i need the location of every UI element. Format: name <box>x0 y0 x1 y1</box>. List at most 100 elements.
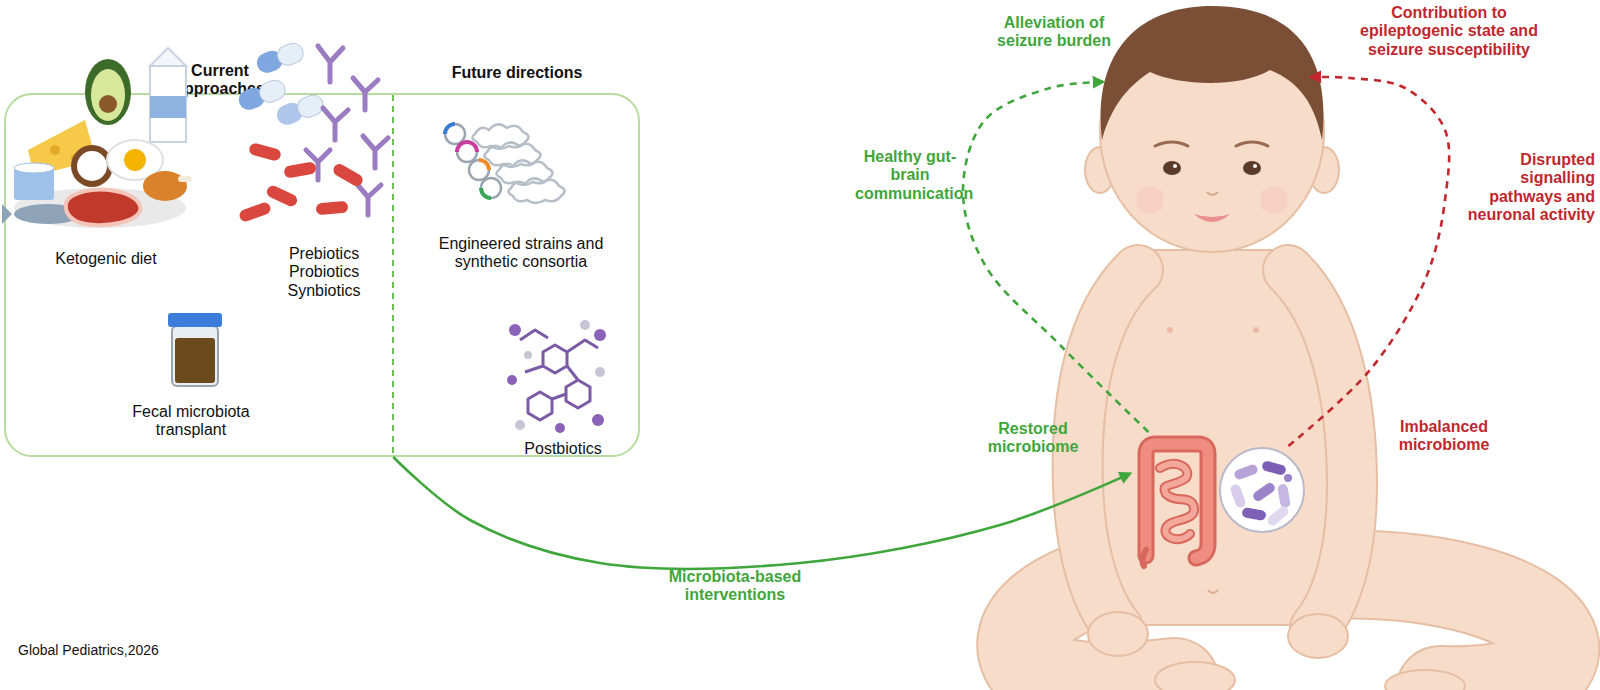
icon-caption: Ketogenic diet <box>36 250 176 268</box>
postbiotic-molecule-icon <box>509 324 521 336</box>
engineered-strain-icon <box>445 124 465 144</box>
probiotic-icon <box>254 40 306 75</box>
baby-arms <box>1078 270 1138 628</box>
postbiotic-molecule-icon <box>595 367 605 377</box>
baby-arms <box>1078 270 1352 628</box>
ketogenic-food-icon <box>14 163 54 173</box>
microbiome-circle: Imbalanced microbiome <box>1218 446 1306 534</box>
fecal-jar-icon <box>175 338 215 383</box>
probiotic-icon <box>295 92 326 120</box>
ketogenic-food-icon <box>71 145 113 187</box>
ketogenic-food-icon <box>143 171 187 201</box>
gut-illustration <box>1160 464 1194 539</box>
fecal-jar-icon <box>168 313 222 386</box>
engineered-strain-icon <box>484 142 540 167</box>
baby-feet <box>1155 662 1235 690</box>
microbiome-circle <box>1277 483 1291 508</box>
gut-illustration <box>1160 464 1194 539</box>
engineered-strain-icon <box>472 124 528 149</box>
baby-hands <box>1088 612 1148 656</box>
engineered-strain-icon <box>508 178 564 203</box>
baby-torso <box>1208 590 1218 593</box>
ketogenic-food-icon <box>14 204 82 224</box>
probiotic-icon <box>316 201 349 216</box>
postbiotic-molecule-icon <box>528 392 552 420</box>
probiotic-icon <box>257 77 288 105</box>
microbiome-circle <box>1266 504 1291 527</box>
panel-heading: Future directions <box>427 64 607 82</box>
ketogenic-food-icon <box>66 190 141 225</box>
probiotic-icon <box>265 184 299 208</box>
engineered-strain-icon <box>457 142 477 162</box>
postbiotic-molecule-icon <box>507 375 517 385</box>
postbiotic-molecule-icon <box>515 320 605 430</box>
gut-illustration <box>1142 550 1146 566</box>
postbiotic-molecule-icon <box>580 320 590 330</box>
connector-arrow <box>963 82 1148 432</box>
probiotic-icon <box>275 40 306 68</box>
probiotic-icon <box>323 108 348 140</box>
engineered-strain-icon <box>469 160 489 180</box>
baby-hands <box>1288 614 1348 658</box>
gut-illustration: Restored microbiome <box>1130 432 1222 562</box>
baby-head <box>1194 214 1230 222</box>
baby-feet <box>1385 670 1465 690</box>
panel-divider <box>392 95 394 457</box>
engineered-strain-icon <box>445 124 565 203</box>
probiotic-icon <box>238 201 272 223</box>
probiotic-icon <box>248 142 282 162</box>
baby-head <box>1155 142 1188 146</box>
probiotic-icon <box>254 48 285 76</box>
connector-arrow <box>1288 77 1449 446</box>
postbiotic-molecule-icon <box>555 423 565 433</box>
gut-illustration <box>1146 444 1208 558</box>
icon-caption: Postbiotics <box>513 440 613 458</box>
probiotic-icon <box>236 85 267 113</box>
connector-group <box>393 77 1449 569</box>
ketogenic-food-icon <box>14 188 186 228</box>
postbiotic-molecule-icon <box>566 380 590 408</box>
probiotic-icon <box>318 46 343 82</box>
ketogenic-food-icon <box>107 140 163 180</box>
microbiome-circle <box>1284 474 1292 482</box>
microbiome-circle <box>1233 463 1259 481</box>
postbiotic-molecule-icon <box>515 420 525 430</box>
baby-head <box>1085 6 1339 252</box>
probiotic-icon <box>236 77 288 112</box>
probiotic-icon <box>274 92 326 127</box>
microbiome-circle <box>1218 446 1306 534</box>
baby-arms <box>1288 270 1352 628</box>
ketogenic-food-icon <box>150 96 186 118</box>
source-note: Global Pediatrics,2026 <box>18 642 278 658</box>
outcome-label: Alleviation of seizure burden <box>985 12 1103 88</box>
connector-arrow <box>393 457 1130 569</box>
engineered-strain-icon <box>481 178 501 198</box>
postbiotic-molecule-icon <box>525 340 598 399</box>
engineered-strain-icon <box>496 160 552 185</box>
ketogenic-food-icon <box>2 204 12 224</box>
baby-head <box>1173 164 1177 168</box>
icon-caption: Fecal microbiota transplant <box>111 403 271 440</box>
microbiome-label: Imbalanced microbiome <box>1389 418 1499 455</box>
baby-torso <box>1253 327 1259 333</box>
baby-head <box>1163 161 1181 175</box>
outcome-text: Contribution to epileptogenic state and … <box>1344 4 1554 59</box>
panel-heading: Current approaches <box>160 62 280 99</box>
postbiotic-molecule-icon <box>592 414 604 426</box>
fecal-jar-icon <box>168 313 222 327</box>
probiotic-icon <box>353 78 378 110</box>
baby-head <box>1253 164 1257 168</box>
microbiome-circle <box>1229 483 1247 509</box>
microbiome-circle <box>1220 448 1304 532</box>
baby-feet <box>1155 662 1465 690</box>
icon-caption: Engineered strains and synthetic consort… <box>416 235 626 272</box>
ketogenic-food-icon <box>14 168 54 200</box>
ketogenic-food-icon <box>71 154 79 162</box>
connector-label: Microbiota-based interventions <box>640 568 830 605</box>
ketogenic-food-icon <box>2 48 192 228</box>
engineered-strain-icon <box>445 124 455 134</box>
